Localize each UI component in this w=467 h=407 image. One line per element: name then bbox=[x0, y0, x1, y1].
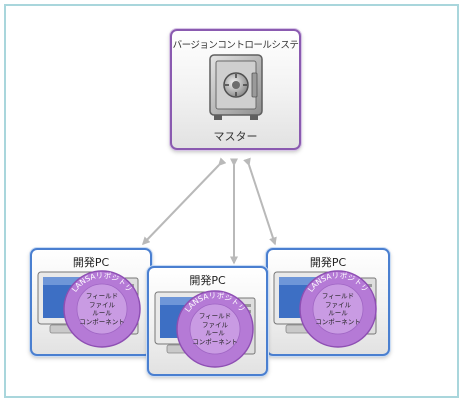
dev-pc-title: 開発PC bbox=[189, 274, 226, 287]
repository-items: フィールド ファイル ルール コンポーネント bbox=[303, 292, 373, 326]
computer-icon: LANSAリポジトリ bbox=[154, 290, 256, 368]
dev-pc-title: 開発PC bbox=[72, 256, 110, 269]
dev-pc-right: 開発PC LANSAリポジトリ フィールド ファイル ルール コンポーネント bbox=[266, 248, 390, 356]
master-label: マスター bbox=[213, 130, 258, 143]
repository-item-component: コンポーネント bbox=[79, 317, 125, 326]
dev-pc-title: 開発PC bbox=[309, 256, 347, 269]
repository-item-file: ファイル bbox=[89, 300, 115, 309]
repository-item-file: ファイル bbox=[202, 320, 228, 329]
repository-disc: LANSAリポジトリ bbox=[299, 270, 377, 348]
repository-item-field: フィールド bbox=[198, 312, 232, 320]
repository-item-component: コンポーネント bbox=[192, 337, 238, 346]
arrow-master-right-pc bbox=[243, 157, 277, 246]
dev-pc-left: 開発PC LANSAリポジトリ フィールド ファイル ルール コンポーネント bbox=[30, 248, 152, 356]
repository-disc: LANSAリポジトリ bbox=[176, 290, 254, 368]
repository-item-field: フィールド bbox=[321, 292, 355, 300]
master-node: バージョンコントロールシステム マスター bbox=[170, 29, 301, 150]
repository-items: フィールド ファイル ルール コンポーネント bbox=[180, 312, 250, 346]
repository-item-field: フィールド bbox=[85, 292, 119, 300]
repository-item-rule: ルール bbox=[205, 329, 225, 337]
repository-item-file: ファイル bbox=[325, 300, 351, 309]
computer-icon: LANSAリポジトリ bbox=[273, 270, 377, 348]
repository-item-component: コンポーネント bbox=[315, 317, 361, 326]
repository-disc: LANSAリポジトリ bbox=[63, 270, 141, 348]
repository-item-rule: ルール bbox=[92, 309, 112, 317]
dev-pc-center: 開発PC LANSAリポジトリ フィールド ファイル ルール コンポーネント bbox=[147, 266, 268, 376]
repository-item-rule: ルール bbox=[328, 309, 348, 317]
arrow-master-left-pc bbox=[141, 157, 227, 246]
computer-icon: LANSAリポジトリ bbox=[37, 270, 141, 348]
repository-items: フィールド ファイル ルール コンポーネント bbox=[67, 292, 137, 326]
safe-icon bbox=[209, 54, 263, 120]
